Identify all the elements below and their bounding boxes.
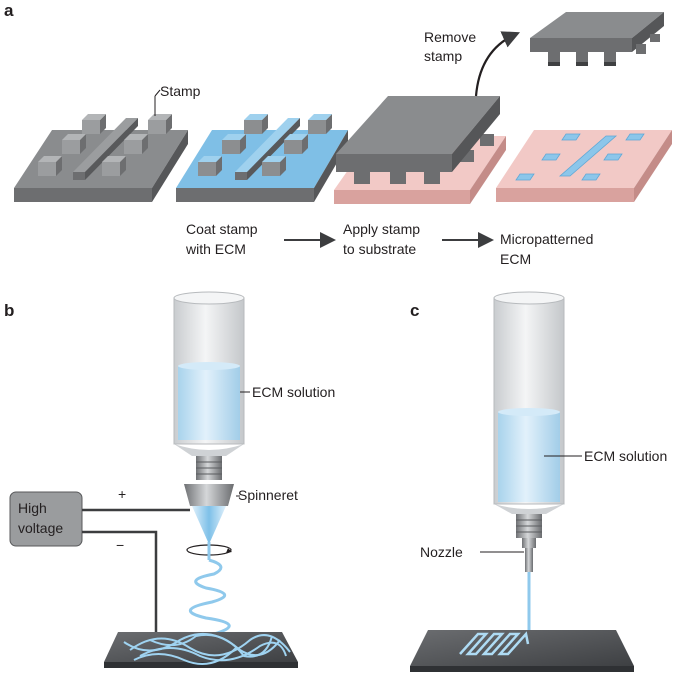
stamp-grey-base-side xyxy=(152,130,188,202)
stamp-coated-post xyxy=(308,120,326,134)
step3-line2: ECM xyxy=(500,251,531,267)
stamp-coated-post xyxy=(222,140,240,154)
ecm-square-pattern xyxy=(515,173,535,181)
remove-arrow xyxy=(474,31,521,97)
panel-c-letter: c xyxy=(410,301,419,320)
nozzle-label: Nozzle xyxy=(420,544,463,560)
panel-a: a xyxy=(4,1,672,267)
spinneret-label: Spinneret xyxy=(238,487,298,503)
step1-line1: Coat stamp xyxy=(186,221,258,237)
micropatterned-substrate xyxy=(496,130,672,202)
collector-plate-c xyxy=(410,630,634,666)
ecm-line-pattern xyxy=(558,135,618,177)
ecm-square-pattern xyxy=(581,173,601,181)
panel-a-letter: a xyxy=(4,1,14,20)
stamp-removed xyxy=(530,12,664,66)
step3-line1: Micropatterned xyxy=(500,231,593,247)
stamp-removed-top xyxy=(530,12,664,38)
step2-line1: Apply stamp xyxy=(343,221,420,237)
minus-sign: − xyxy=(116,537,124,553)
printed-serpentine-pattern xyxy=(459,631,530,656)
ecm-solution-label-c: ECM solution xyxy=(584,448,667,464)
nozzle-tip xyxy=(525,548,533,572)
stamp-coated-post xyxy=(198,162,216,176)
stamp-grey-post xyxy=(148,120,166,134)
stamp-coated xyxy=(176,114,348,202)
high-voltage-box xyxy=(9,491,83,547)
ecm-square-pattern xyxy=(603,153,623,161)
voltage-label-line1: High xyxy=(18,500,47,516)
ecm-solution-liquid-c xyxy=(498,412,560,502)
negative-wire xyxy=(82,530,158,632)
stamp-grey-post xyxy=(82,120,100,134)
panel-b: b ECM solution Spinneret xyxy=(4,291,335,668)
stamp-grey-post xyxy=(38,162,56,176)
step1-line2: with ECM xyxy=(185,241,246,257)
remove-stamp-label-line2: stamp xyxy=(424,48,462,64)
ecm-square-pattern xyxy=(541,153,561,161)
stamp-grey-post xyxy=(124,140,142,154)
stamp-grey-bar-top xyxy=(73,118,138,172)
plus-sign: + xyxy=(118,486,126,502)
stamp-label: Stamp xyxy=(160,83,201,99)
step2-line2: to substrate xyxy=(343,241,416,257)
ecm-solution-liquid xyxy=(178,366,240,440)
stamp-coated-post xyxy=(262,162,280,176)
fiber-mat xyxy=(123,633,291,665)
stamp-grey-post xyxy=(62,140,80,154)
ecm-square-pattern xyxy=(561,133,581,141)
stamp-grey-post xyxy=(102,162,120,176)
stamp-coated-post xyxy=(244,120,262,134)
stamp-coated-post xyxy=(284,140,302,154)
taylor-cone xyxy=(192,506,226,542)
voltage-label-line2: voltage xyxy=(18,520,63,536)
spinneret-head xyxy=(184,484,234,506)
stamp-grey xyxy=(14,114,188,202)
ecm-solution-label-b: ECM solution xyxy=(252,384,335,400)
stamp-applied-plate-top xyxy=(336,96,500,154)
stamp-applied xyxy=(334,96,506,204)
remove-stamp-label-line1: Remove xyxy=(424,29,476,45)
ecm-square-pattern xyxy=(625,133,645,141)
stamp-grey-base-front xyxy=(14,188,152,202)
panel-b-letter: b xyxy=(4,301,14,320)
panel-c: c ECM solution Nozzle xyxy=(410,291,667,672)
